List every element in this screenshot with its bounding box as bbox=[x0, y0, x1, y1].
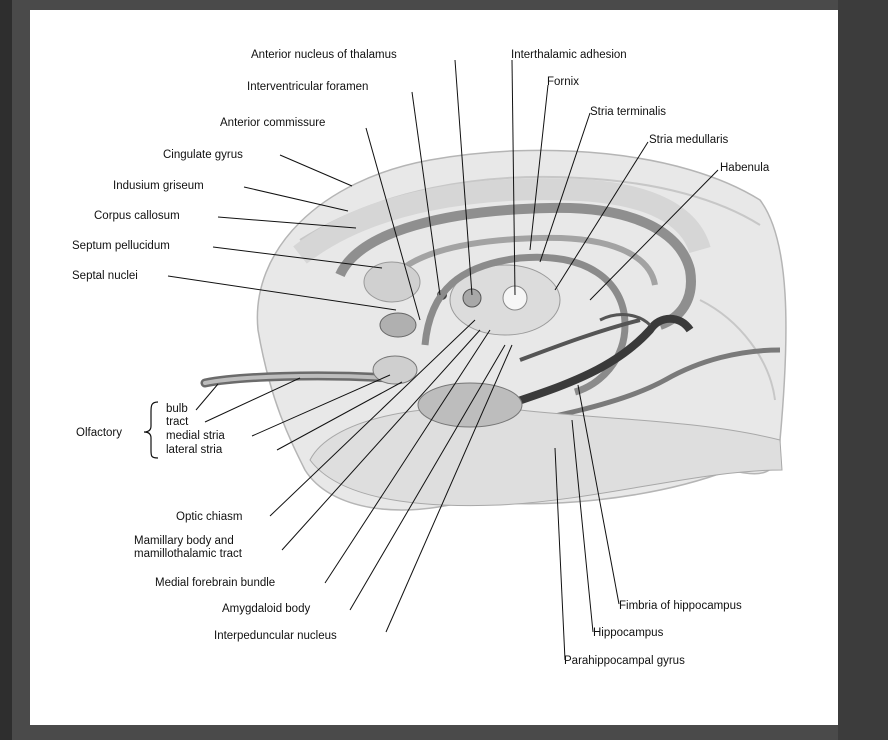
label-hippocampus: Hippocampus bbox=[593, 627, 664, 639]
label-corpus-callosum: Corpus callosum bbox=[94, 210, 180, 222]
label-septum-pellucidum: Septum pellucidum bbox=[72, 240, 170, 252]
label-interthalamic-adhesion: Interthalamic adhesion bbox=[511, 49, 627, 61]
label-optic-chiasm: Optic chiasm bbox=[176, 511, 242, 523]
label-olfactory: Olfactory bbox=[76, 427, 122, 439]
label-septal-nuclei: Septal nuclei bbox=[72, 270, 138, 282]
label-cingulate-gyrus: Cingulate gyrus bbox=[163, 149, 243, 161]
label-olfactory-medial-stria: medial stria bbox=[166, 430, 225, 442]
label-fimbria-hippocampus: Fimbria of hippocampus bbox=[619, 600, 742, 612]
label-interpeduncular-nucleus: Interpeduncular nucleus bbox=[214, 630, 337, 642]
olfactory-brace bbox=[144, 402, 158, 458]
label-mamillary-body-line2: mamillothalamic tract bbox=[134, 548, 243, 560]
label-stria-medullaris: Stria medullaris bbox=[649, 134, 728, 146]
label-olfactory-bulb: bulb bbox=[166, 403, 188, 415]
label-mamillary-body-line1: Mamillary body and bbox=[134, 535, 234, 547]
label-parahippocampal-gyrus: Parahippocampal gyrus bbox=[564, 655, 685, 667]
brain-illustration bbox=[205, 150, 786, 510]
label-medial-forebrain-bundle: Medial forebrain bundle bbox=[155, 577, 275, 589]
label-olfactory-lateral-stria: lateral stria bbox=[166, 444, 223, 456]
label-amygdaloid-body: Amygdaloid body bbox=[222, 603, 310, 615]
label-indusium-griseum: Indusium griseum bbox=[113, 180, 204, 192]
label-fornix: Fornix bbox=[547, 76, 579, 88]
label-habenula: Habenula bbox=[720, 162, 770, 174]
label-olfactory-tract: tract bbox=[166, 416, 189, 428]
septum-shape bbox=[364, 262, 420, 302]
label-stria-terminalis: Stria terminalis bbox=[590, 106, 666, 118]
label-anterior-commissure: Anterior commissure bbox=[220, 117, 325, 129]
label-anterior-nucleus-thalamus: Anterior nucleus of thalamus bbox=[251, 49, 397, 61]
label-interventricular-foramen: Interventricular foramen bbox=[247, 81, 368, 93]
